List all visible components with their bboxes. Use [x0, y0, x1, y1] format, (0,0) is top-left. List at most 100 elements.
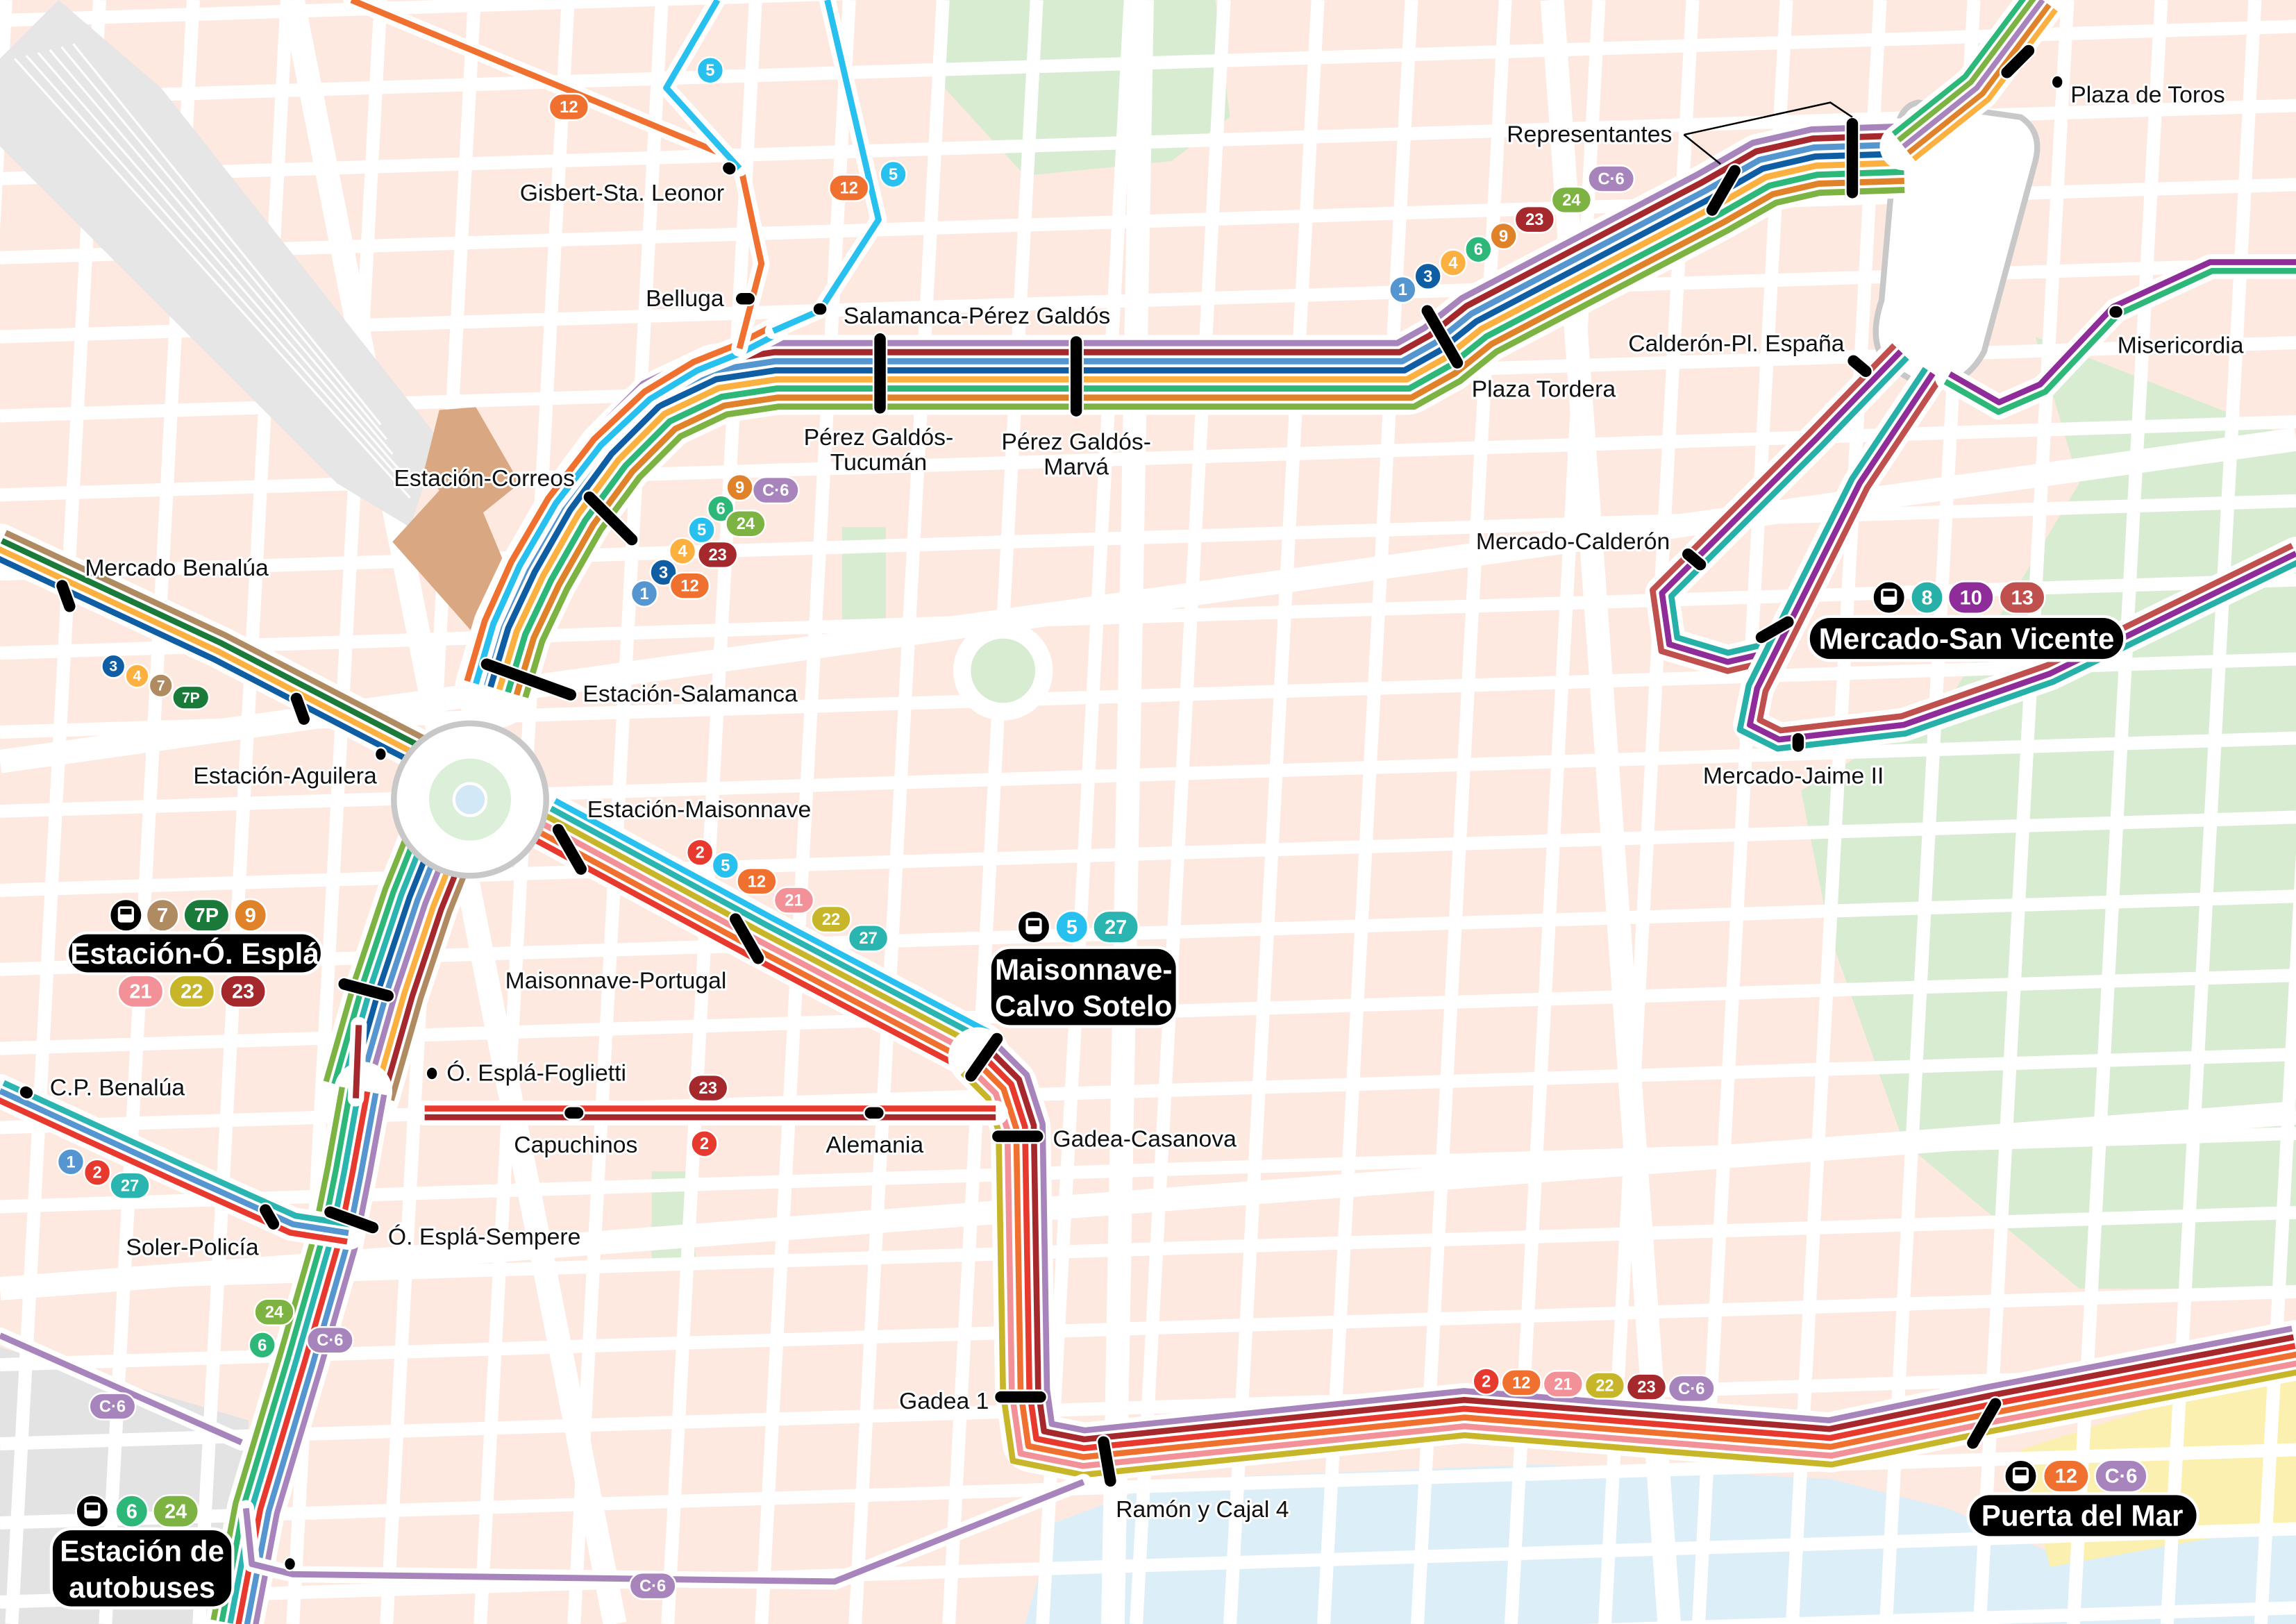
- route-line-8[interactable]: [1736, 367, 2296, 752]
- stop-marker[interactable]: [1703, 162, 1744, 219]
- route-badge-5[interactable]: 5: [1055, 910, 1089, 944]
- route-line-13[interactable]: [1757, 376, 2294, 734]
- route-line-10[interactable]: [1747, 371, 2296, 743]
- stop-marker[interactable]: [1845, 116, 1860, 201]
- route-badge-8[interactable]: 8: [1910, 580, 1944, 614]
- hub-mercado-san-vicente[interactable]: Mercado-San Vicente: [1807, 614, 2127, 662]
- stop-misericordia[interactable]: Misericordia: [2115, 330, 2246, 360]
- route-line-2[interactable]: [235, 1091, 371, 1624]
- route-line-24[interactable]: [323, 813, 418, 1082]
- route-line-5[interactable]: [553, 798, 990, 1035]
- route-badge-21[interactable]: 21: [773, 886, 815, 914]
- stop-marker[interactable]: [726, 910, 767, 968]
- stop-marker[interactable]: [993, 1389, 1048, 1405]
- route-badge-9[interactable]: 9: [726, 473, 754, 502]
- route-badge-24[interactable]: 24: [1550, 185, 1593, 215]
- route-line-10[interactable]: [1948, 259, 2296, 405]
- stop-calderon-pl-espana[interactable]: Calderón-Pl. España: [1626, 328, 1847, 359]
- route-badge-24[interactable]: 24: [725, 509, 766, 538]
- route-badge-C6[interactable]: C·6: [1667, 1374, 1716, 1403]
- route-badge-1[interactable]: 1: [630, 579, 659, 608]
- route-badge-12[interactable]: 12: [1500, 1368, 1543, 1397]
- route-badge-C6[interactable]: C·6: [305, 1325, 354, 1355]
- route-line-C6[interactable]: [253, 1094, 387, 1624]
- route-badge-6[interactable]: 6: [1464, 235, 1493, 264]
- route-line-C6[interactable]: [991, 1039, 2293, 1434]
- stop-gadea-1[interactable]: Gadea 1: [897, 1386, 991, 1416]
- route-line-12[interactable]: [464, 322, 776, 683]
- route-line-9[interactable]: [513, 178, 1904, 696]
- route-line-6[interactable]: [331, 817, 426, 1085]
- stop-marker[interactable]: [288, 690, 312, 728]
- hub-estacion-de-autobuses[interactable]: Estación de autobuses: [49, 1527, 235, 1609]
- route-badge-23[interactable]: 23: [1625, 1373, 1668, 1401]
- stop-marker[interactable]: [336, 976, 396, 1004]
- route-badge-4[interactable]: 4: [668, 537, 697, 565]
- stop-gadea-casanova[interactable]: Gadea-Casanova: [1050, 1123, 1239, 1154]
- stop-marker[interactable]: [734, 291, 757, 307]
- route-badge-7[interactable]: 7: [148, 673, 174, 698]
- route-badge-5[interactable]: 5: [711, 851, 740, 880]
- stop-o-espla-foglietti[interactable]: Ó. Esplá-Foglietti: [444, 1057, 628, 1088]
- route-line-23[interactable]: [985, 1046, 2295, 1443]
- route-line-7P[interactable]: [0, 538, 421, 748]
- route-badge-C6[interactable]: C·6: [1587, 165, 1636, 193]
- route-badge-12[interactable]: 12: [2042, 1459, 2090, 1493]
- route-line-3[interactable]: [487, 150, 1904, 688]
- stop-salamanca-perez-galdos[interactable]: Salamanca-Pérez Galdós: [841, 301, 1113, 331]
- stop-marker[interactable]: [580, 488, 641, 549]
- route-line-10[interactable]: [1659, 349, 1903, 665]
- route-line-2[interactable]: [0, 1097, 348, 1245]
- stop-maisonnave-portugal[interactable]: Maisonnave-Portugal: [503, 965, 728, 996]
- stop-alemania[interactable]: Alemania: [823, 1130, 925, 1160]
- route-line-C6[interactable]: [242, 1479, 1085, 1585]
- route-badge-12[interactable]: 12: [669, 571, 711, 600]
- stop-marker[interactable]: [1997, 42, 2038, 82]
- route-badge-C6[interactable]: C·6: [628, 1571, 677, 1600]
- stop-marker[interactable]: [1096, 1434, 1118, 1489]
- route-badge-27[interactable]: 27: [1092, 910, 1140, 944]
- route-badge-7P[interactable]: 7P: [183, 898, 231, 932]
- route-badge-12[interactable]: 12: [548, 92, 590, 122]
- stop-marker[interactable]: [872, 331, 888, 416]
- stop-marker[interactable]: [2107, 304, 2125, 320]
- stop-marker[interactable]: [549, 821, 590, 878]
- route-badge-3[interactable]: 3: [101, 653, 126, 679]
- route-line-24[interactable]: [522, 187, 1905, 698]
- route-badge-3[interactable]: 3: [1414, 262, 1442, 291]
- stop-marker[interactable]: [1844, 351, 1875, 380]
- stop-marker[interactable]: [812, 301, 828, 317]
- route-badge-13[interactable]: 13: [1998, 580, 2046, 614]
- route-badge-12[interactable]: 12: [828, 174, 870, 202]
- stop-marker[interactable]: [562, 1105, 585, 1121]
- route-badge-1[interactable]: 1: [1389, 275, 1417, 304]
- route-badge-5[interactable]: 5: [687, 515, 716, 544]
- stop-belluga[interactable]: Belluga: [644, 283, 726, 314]
- route-badge-22[interactable]: 22: [810, 905, 852, 934]
- route-line-9[interactable]: [1907, 3, 2052, 156]
- stop-mercado-calderon[interactable]: Mercado-Calderón: [1474, 526, 1673, 557]
- stop-marker[interactable]: [1069, 334, 1084, 419]
- hub-maisonnave-calvo-sotelo[interactable]: Maisonnave- Calvo Sotelo: [988, 946, 1179, 1028]
- hub-puerta-del-mar[interactable]: Puerta del Mar: [1966, 1492, 2199, 1539]
- stop-perez-galdos-tucuman-line1[interactable]: Pérez Galdós-: [801, 422, 955, 453]
- route-line-1[interactable]: [244, 1092, 379, 1624]
- route-badge-5[interactable]: 5: [696, 56, 725, 85]
- stop-marker[interactable]: [256, 1201, 283, 1233]
- route-badge-23[interactable]: 23: [696, 540, 739, 569]
- route-line-6[interactable]: [1943, 267, 2296, 415]
- stop-capuchinos[interactable]: Capuchinos: [512, 1130, 639, 1160]
- stop-marker[interactable]: [425, 1066, 439, 1081]
- route-line-27[interactable]: [2, 1080, 351, 1228]
- route-line-6[interactable]: [505, 168, 1904, 694]
- route-line-8[interactable]: [1668, 355, 1909, 656]
- route-line-21[interactable]: [541, 821, 978, 1058]
- route-badge-21[interactable]: 21: [1542, 1370, 1584, 1398]
- route-badge-27[interactable]: 27: [109, 1171, 151, 1200]
- route-badge-4[interactable]: 4: [1439, 249, 1468, 277]
- stop-marker[interactable]: [17, 1083, 36, 1102]
- route-badge-12[interactable]: 12: [736, 867, 778, 896]
- stop-estacion-salamanca[interactable]: Estación-Salamanca: [580, 678, 800, 709]
- stop-marker[interactable]: [374, 746, 388, 762]
- route-line-C6[interactable]: [1902, 0, 2045, 149]
